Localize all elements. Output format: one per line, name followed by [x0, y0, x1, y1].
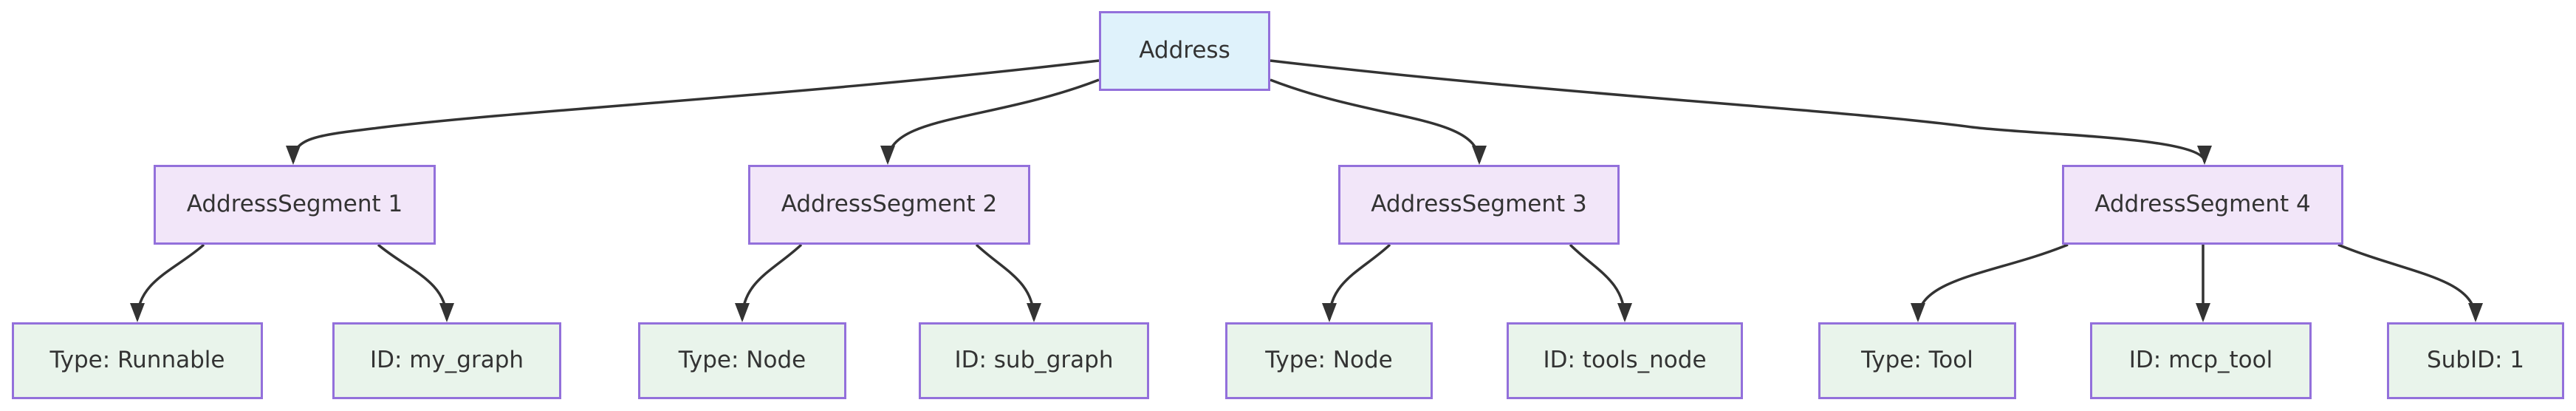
node-address-segment-3-label: AddressSegment 3: [1371, 191, 1587, 218]
node-type-runnable: Type: Runnable: [12, 322, 263, 399]
edge-segment-1-to-id-my-graph: [377, 243, 454, 322]
node-address-segment-2-label: AddressSegment 2: [781, 191, 998, 218]
node-address-segment-2: AddressSegment 2: [748, 165, 1030, 245]
node-id-mcp-tool-label: ID: mcp_tool: [2128, 347, 2273, 374]
edge-address-to-segment-3: [1270, 78, 1487, 165]
node-id-sub-graph: ID: sub_graph: [919, 322, 1149, 399]
node-type-node-2: Type: Node: [638, 322, 846, 399]
edge-address-to-segment-1: [286, 59, 1100, 165]
node-address-label: Address: [1139, 37, 1230, 64]
node-id-my-graph-label: ID: my_graph: [369, 347, 524, 374]
node-type-tool: Type: Tool: [1818, 322, 2016, 399]
node-type-node-3-label: Type: Node: [1265, 347, 1393, 374]
edge-address-to-segment-2: [880, 78, 1100, 165]
edge-segment-3-to-id-tools-node: [1569, 243, 1632, 322]
node-type-tool-label: Type: Tool: [1861, 347, 1973, 374]
edge-segment-3-to-type-node: [1322, 243, 1391, 322]
node-subid-1: SubID: 1: [2387, 322, 2564, 399]
node-id-tools-node-label: ID: tools_node: [1543, 347, 1707, 374]
edge-segment-4-to-type-tool: [1911, 243, 2069, 322]
edge-address-to-segment-4: [1270, 59, 2212, 165]
node-address: Address: [1099, 11, 1270, 91]
edge-segment-1-to-type-runnable: [130, 243, 205, 322]
node-type-node-2-label: Type: Node: [678, 347, 806, 374]
node-address-segment-4: AddressSegment 4: [2062, 165, 2343, 245]
node-type-runnable-label: Type: Runnable: [49, 347, 225, 374]
node-id-tools-node: ID: tools_node: [1507, 322, 1743, 399]
node-id-my-graph: ID: my_graph: [332, 322, 561, 399]
node-id-sub-graph-label: ID: sub_graph: [954, 347, 1114, 374]
edge-segment-2-to-type-node: [735, 243, 803, 322]
node-address-segment-4-label: AddressSegment 4: [2094, 191, 2311, 218]
edge-segment-2-to-id-sub-graph: [975, 243, 1041, 322]
node-address-segment-1-label: AddressSegment 1: [186, 191, 403, 218]
node-id-mcp-tool: ID: mcp_tool: [2090, 322, 2312, 399]
node-address-segment-3: AddressSegment 3: [1338, 165, 1620, 245]
node-subid-1-label: SubID: 1: [2426, 347, 2525, 374]
edge-segment-4-to-subid: [2337, 243, 2483, 322]
node-address-segment-1: AddressSegment 1: [154, 165, 436, 245]
node-type-node-3: Type: Node: [1225, 322, 1433, 399]
